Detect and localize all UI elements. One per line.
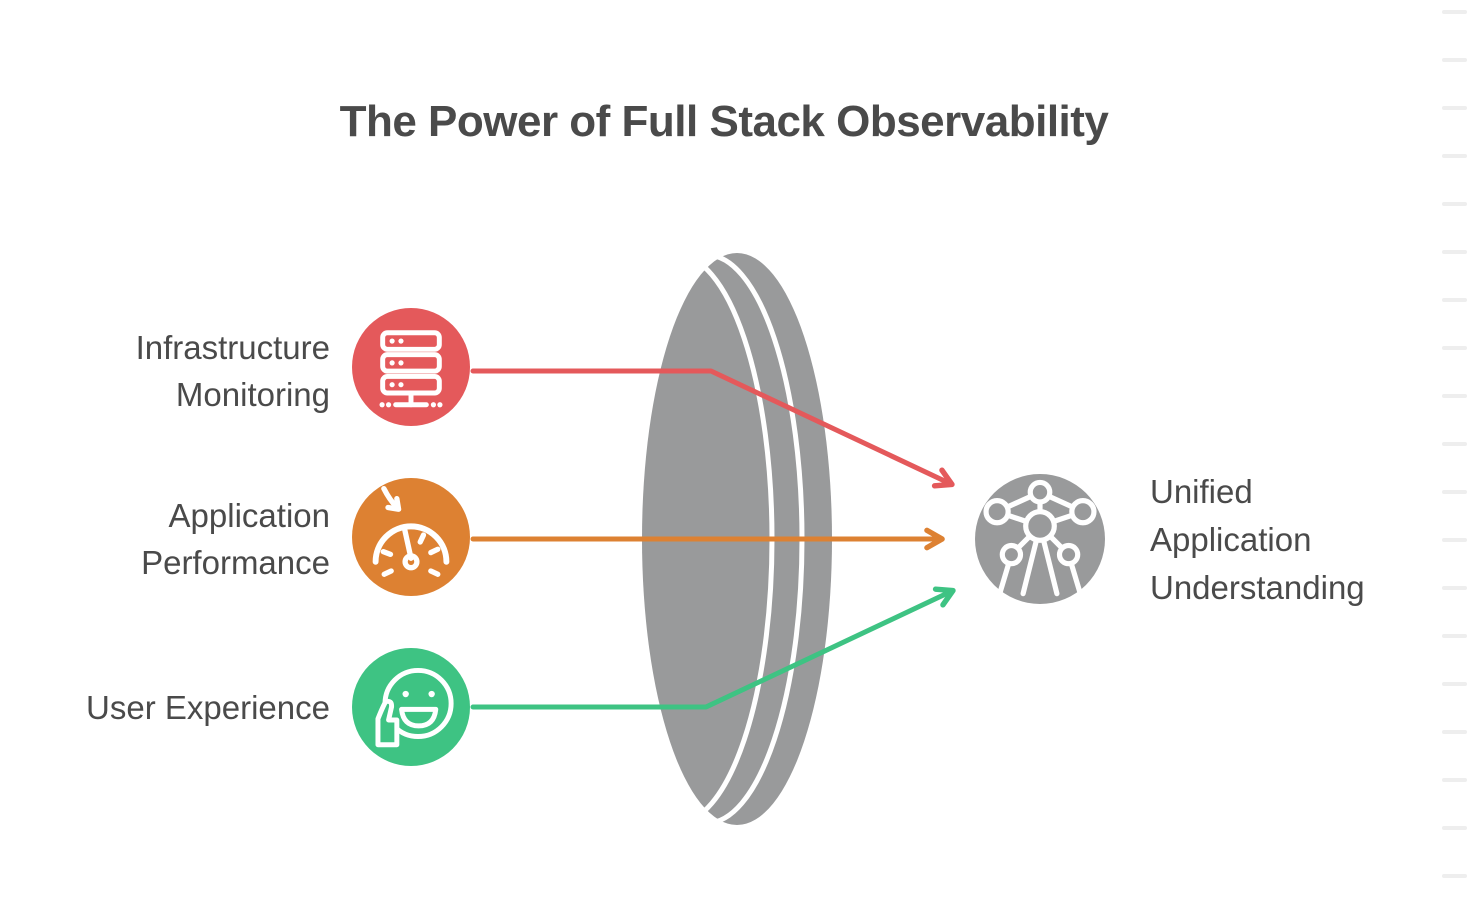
network-nodes-circles xyxy=(983,479,1097,567)
label-infrastructure-monitoring: Infrastructure Monitoring xyxy=(135,329,330,413)
watermark-tick xyxy=(1442,346,1467,350)
watermark-tick xyxy=(1442,826,1467,830)
watermark-tick xyxy=(1442,490,1467,494)
user-experience-badge xyxy=(352,648,470,766)
badge-circle xyxy=(352,308,470,426)
label-application-performance: Application Performance xyxy=(141,497,330,581)
watermark-tick xyxy=(1442,10,1467,14)
arrow-infrastructure-monitoring xyxy=(470,368,955,489)
watermark-tick xyxy=(1442,394,1467,398)
watermark-tick xyxy=(1442,250,1467,254)
gauge-icon xyxy=(372,485,450,577)
arrow-user-experience xyxy=(470,586,956,710)
server-icon-dots xyxy=(379,338,443,408)
infrastructure-monitoring-badge xyxy=(352,308,470,426)
watermark-tick xyxy=(1442,442,1467,446)
watermark-tick xyxy=(1442,730,1467,734)
watermark-tick xyxy=(1442,298,1467,302)
watermark-tick xyxy=(1442,682,1467,686)
smiley-eyes xyxy=(402,690,435,698)
label-user-experience: User Experience xyxy=(86,689,330,726)
page-title: The Power of Full Stack Observability xyxy=(339,97,1109,146)
watermark-tick xyxy=(1442,634,1467,638)
down-arrow-head-icon xyxy=(385,495,402,512)
watermark-tick xyxy=(1442,778,1467,782)
watermark-tick xyxy=(1442,154,1467,158)
label-unified-application-understanding: Unified Application Understanding xyxy=(1150,473,1365,606)
watermark-tick xyxy=(1442,106,1467,110)
watermark-tick xyxy=(1442,538,1467,542)
right-edge-watermark-ticks xyxy=(1442,0,1474,910)
watermark-tick xyxy=(1442,58,1467,62)
unified-application-understanding-badge xyxy=(975,474,1105,604)
thumbs-up-icon xyxy=(375,698,400,748)
watermark-tick xyxy=(1442,874,1467,878)
badge-circle xyxy=(352,478,470,596)
watermark-tick xyxy=(1442,202,1467,206)
application-performance-badge xyxy=(352,478,470,596)
watermark-tick xyxy=(1442,586,1467,590)
server-icon xyxy=(380,330,442,408)
